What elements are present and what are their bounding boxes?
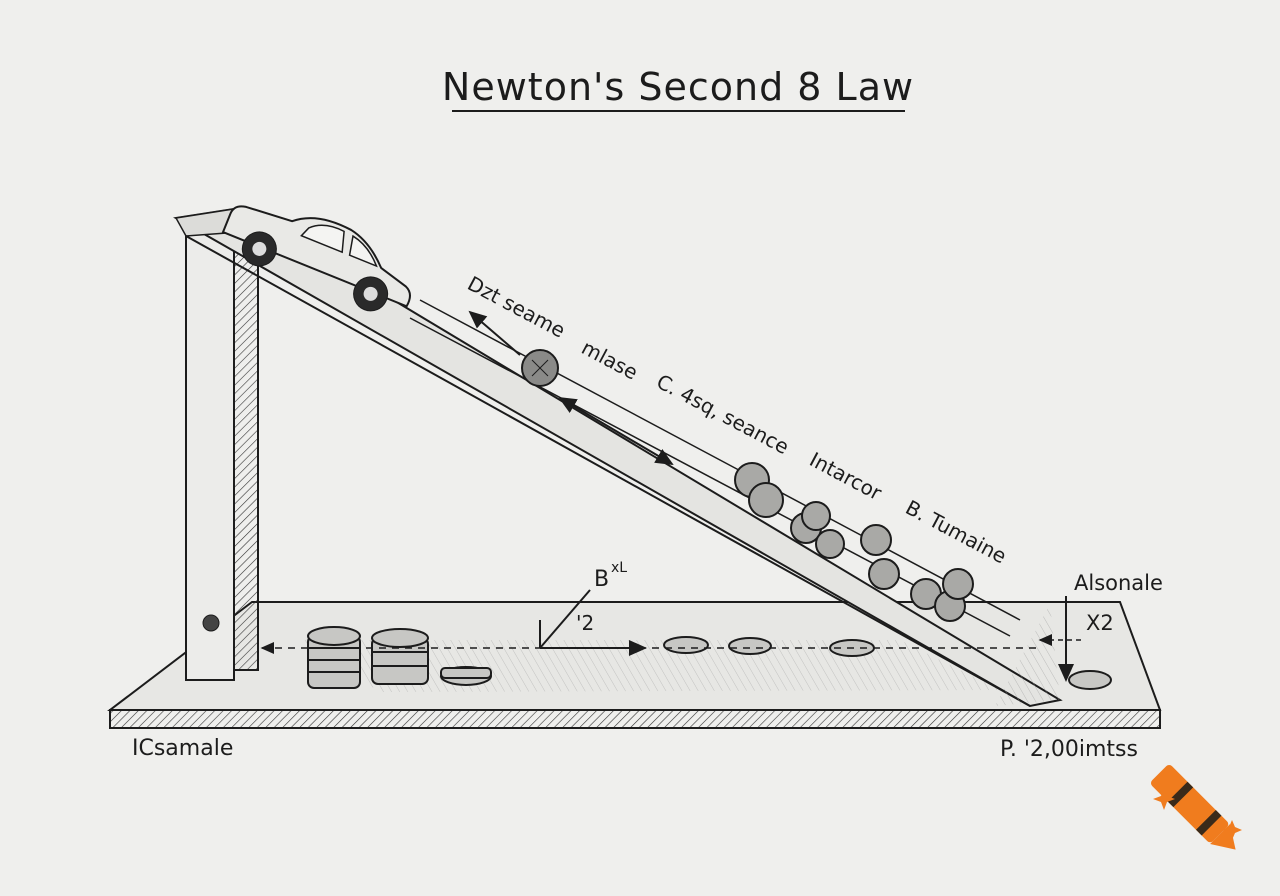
car-icon — [221, 205, 411, 312]
support-post — [185, 229, 259, 681]
post-bolt — [202, 614, 220, 632]
title-group: Newton's Second 8 Law — [442, 65, 914, 112]
ramp-coins — [734, 462, 974, 622]
right-sub-label: X2 — [1086, 611, 1114, 635]
axis-side-label: '2 — [576, 611, 594, 635]
bottom-left-label: ICsamale — [132, 736, 233, 761]
incline-label-5: B. Tumaine — [902, 495, 1011, 568]
double-arrow — [558, 396, 674, 466]
axis-sketch: B xL '2 — [539, 560, 627, 649]
rolling-ball — [521, 349, 559, 387]
diagram-title: Newton's Second 8 Law — [442, 65, 914, 109]
incline-label-3: C. 4sq, seance — [653, 369, 793, 459]
incline-label-4: Intarcor — [806, 447, 887, 505]
bottom-right-label: P. '2,00imtss — [1000, 737, 1138, 762]
axis-top-label: B — [594, 567, 609, 592]
crayon-logo-icon — [1150, 764, 1242, 850]
floor-coins — [307, 626, 1112, 690]
right-label: Alsonale — [1074, 571, 1163, 595]
incline-label-2: mlase — [578, 335, 642, 384]
ball-arrow-up — [468, 310, 521, 356]
axis-sup-label: xL — [611, 560, 627, 576]
